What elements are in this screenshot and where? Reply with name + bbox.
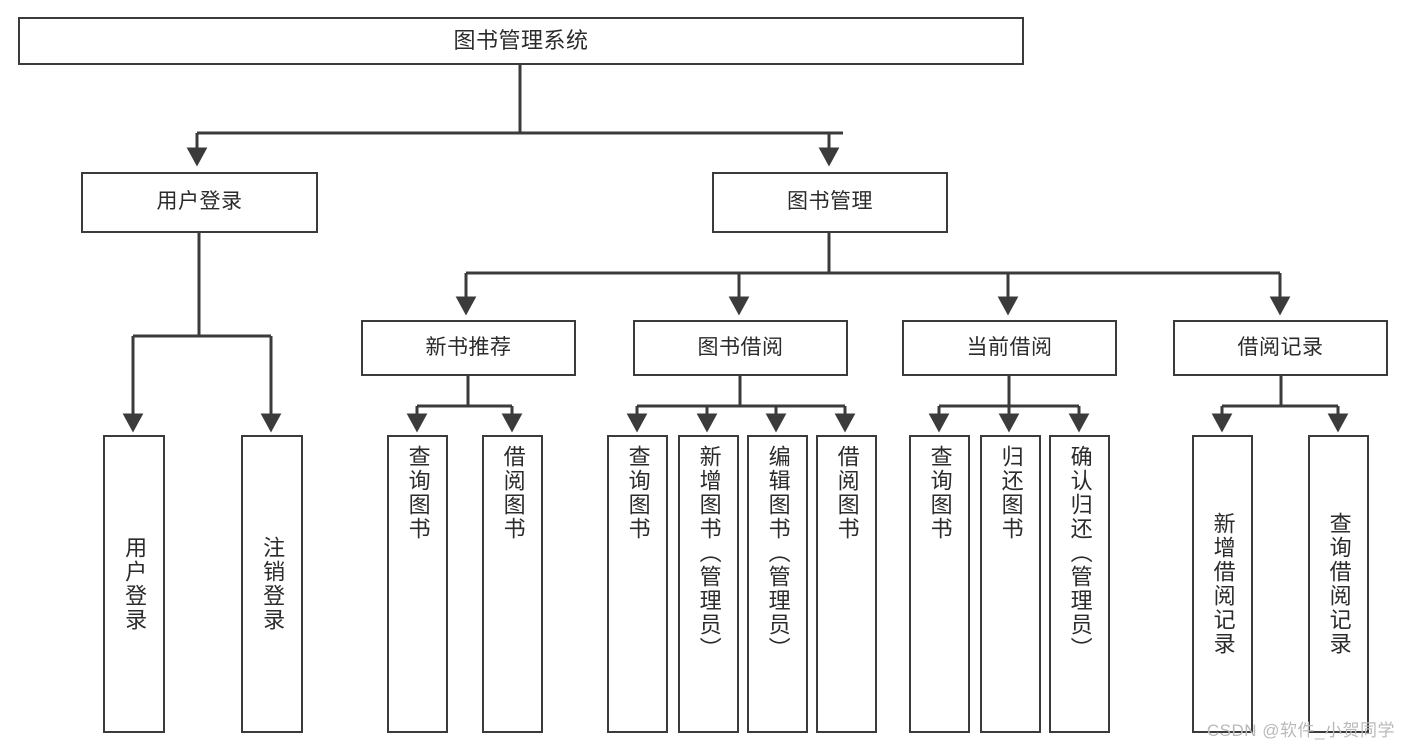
leaf-logout[interactable]: 注销登录	[241, 435, 303, 733]
node-label: 借阅图书	[500, 445, 526, 541]
leaf-query-books-current[interactable]: 查询图书	[909, 435, 970, 733]
node-label: 当前借阅	[966, 335, 1053, 359]
leaf-add-book-admin[interactable]: 新增图书（管理员）	[678, 435, 739, 733]
node-book-management[interactable]: 图书管理	[712, 172, 948, 233]
node-label: 借阅记录	[1237, 335, 1324, 359]
leaf-confirm-return-admin[interactable]: 确认归还（管理员）	[1049, 435, 1110, 733]
node-label: 查询借阅记录	[1326, 512, 1352, 656]
leaf-return-books[interactable]: 归还图书	[980, 435, 1041, 733]
leaf-add-borrow-record[interactable]: 新增借阅记录	[1192, 435, 1253, 733]
node-label: 新增图书（管理员）	[696, 445, 722, 661]
node-label: 借阅图书	[834, 445, 860, 541]
node-label: 图书借阅	[697, 335, 784, 359]
node-book-borrow[interactable]: 图书借阅	[633, 320, 848, 376]
node-borrow-records[interactable]: 借阅记录	[1173, 320, 1388, 376]
node-label: 查询图书	[927, 445, 953, 541]
node-label: 新增借阅记录	[1210, 512, 1236, 656]
leaf-borrow-books-recommend[interactable]: 借阅图书	[482, 435, 543, 733]
node-label: 用户登录	[122, 536, 148, 632]
node-current-borrow[interactable]: 当前借阅	[902, 320, 1117, 376]
watermark-text: CSDN @软件_小贺同学	[1206, 721, 1395, 740]
node-label: 图书管理系统	[453, 28, 589, 54]
leaf-query-books-recommend[interactable]: 查询图书	[387, 435, 448, 733]
leaf-query-books-borrow[interactable]: 查询图书	[607, 435, 668, 733]
leaf-query-borrow-record[interactable]: 查询借阅记录	[1308, 435, 1369, 733]
leaf-user-login[interactable]: 用户登录	[103, 435, 165, 733]
leaf-borrow-books[interactable]: 借阅图书	[816, 435, 877, 733]
node-label: 注销登录	[260, 536, 286, 632]
node-label: 图书管理	[787, 190, 873, 214]
node-label: 查询图书	[625, 445, 651, 541]
node-label: 确认归还（管理员）	[1067, 445, 1093, 661]
node-label: 用户登录	[156, 190, 243, 214]
node-label: 编辑图书（管理员）	[765, 445, 791, 661]
node-label: 查询图书	[405, 445, 431, 541]
node-label: 新书推荐	[425, 335, 512, 359]
node-root-system[interactable]: 图书管理系统	[18, 17, 1024, 65]
leaf-edit-book-admin[interactable]: 编辑图书（管理员）	[747, 435, 808, 733]
node-new-book-recommend[interactable]: 新书推荐	[361, 320, 576, 376]
node-user-login[interactable]: 用户登录	[81, 172, 318, 233]
node-label: 归还图书	[998, 445, 1024, 541]
